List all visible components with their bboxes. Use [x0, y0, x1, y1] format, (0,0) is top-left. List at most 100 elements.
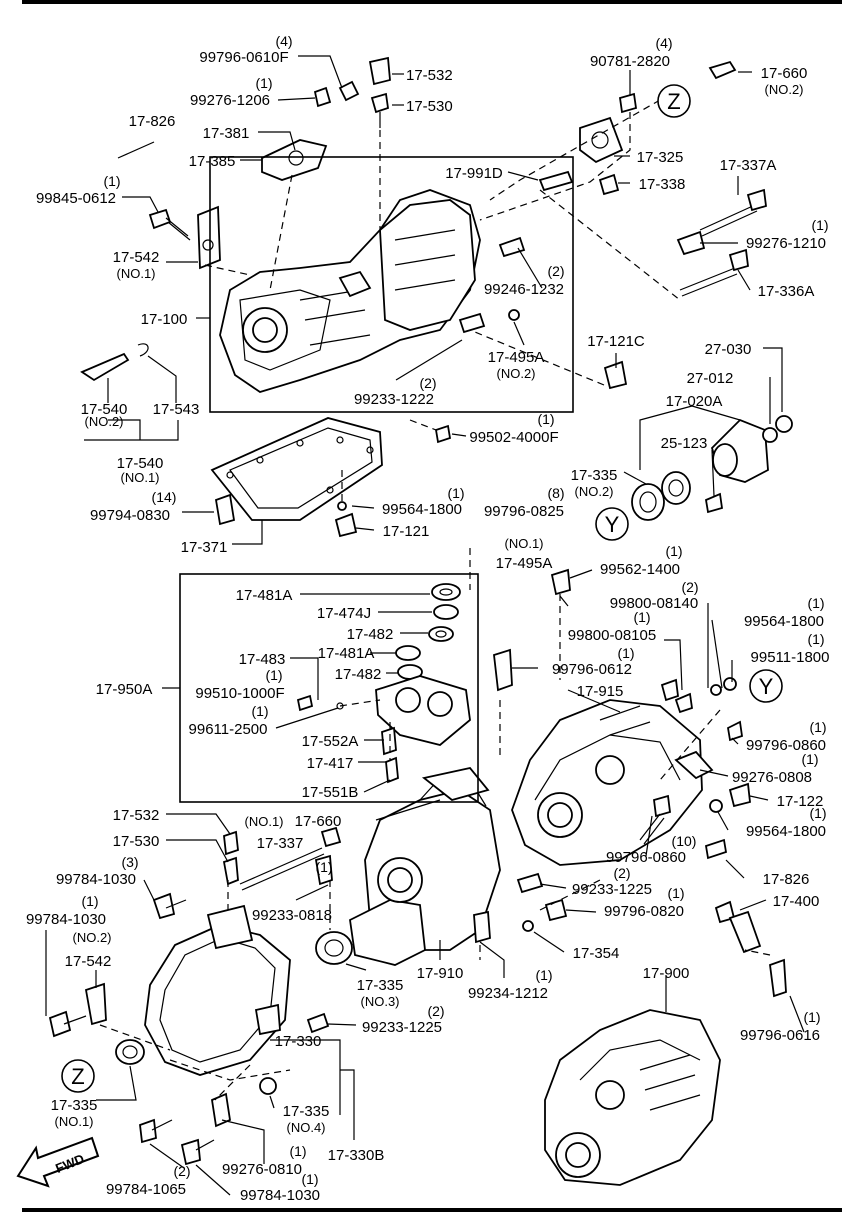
- part-suffix: (NO.2): [73, 930, 112, 945]
- qty: (1): [537, 411, 554, 427]
- part-number: 99796-0612: [552, 661, 632, 678]
- part-number: 99502-4000F: [469, 429, 558, 446]
- part-number: 99233-1222: [354, 391, 434, 408]
- qty: (1): [315, 859, 332, 875]
- center-case-17-915[interactable]: [511, 677, 751, 866]
- part-number: 17-482: [347, 626, 394, 643]
- qty: (1): [447, 485, 464, 501]
- sensor-17-400[interactable]: [714, 900, 787, 998]
- part-number: 17-474J: [317, 605, 371, 622]
- part-number: 17-950A: [96, 681, 153, 698]
- part-number: 17-542: [113, 249, 160, 266]
- case-assembly-17-900[interactable]: [544, 1009, 721, 1186]
- reference-circle-z-icon: Z: [657, 84, 691, 118]
- part-suffix: (NO.1): [117, 266, 156, 281]
- qty: (1): [665, 543, 682, 559]
- qty: (1): [801, 751, 818, 767]
- bolt-group-upper[interactable]: [148, 56, 767, 444]
- part-number: 99784-1065: [106, 1181, 186, 1198]
- qty: (1): [255, 75, 272, 91]
- part-number: 17-400: [773, 893, 820, 910]
- bracket-17-542-upper[interactable]: [197, 205, 221, 270]
- part-number: 17-660: [761, 65, 808, 82]
- part-number: 17-551B: [302, 784, 359, 801]
- part-number: 99233-1225: [572, 881, 652, 898]
- part-number: 17-482: [335, 666, 382, 683]
- part-number: 17-900: [643, 965, 690, 982]
- part-number: 17-532: [406, 67, 453, 84]
- part-number: 17-495A: [488, 349, 545, 366]
- part-number: 99233-1225: [362, 1019, 442, 1036]
- part-number: 17-336A: [758, 283, 815, 300]
- part-number: 99796-0616: [740, 1027, 820, 1044]
- part-number: 17-122: [777, 793, 824, 810]
- marker-y-left: Y: [605, 512, 620, 537]
- part-number: 99233-0818: [252, 907, 332, 924]
- oil-pan-17-371[interactable]: [210, 417, 383, 538]
- qty: (1): [807, 595, 824, 611]
- part-number: 17-337: [257, 835, 304, 852]
- part-number: 99276-1210: [746, 235, 826, 252]
- part-number: 17-540: [81, 401, 128, 418]
- part-number: 17-121: [383, 523, 430, 540]
- qty: (1): [667, 885, 684, 901]
- part-number: 17-826: [763, 871, 810, 888]
- part-number: 99796-0860: [606, 849, 686, 866]
- qty: (1): [809, 805, 826, 821]
- marker-y-right: Y: [759, 674, 774, 699]
- part-number: 17-338: [639, 176, 686, 193]
- qty: (10): [672, 833, 697, 849]
- clip-17-540[interactable]: [80, 343, 149, 382]
- part-number: 17-530: [113, 833, 160, 850]
- part-number: 99246-1232: [484, 281, 564, 298]
- part-number: 99784-1030: [26, 911, 106, 928]
- part-number: 99564-1800: [744, 613, 824, 630]
- part-number: 17-330B: [328, 1147, 385, 1164]
- part-number: 99234-1212: [468, 985, 548, 1002]
- part-number: 17-335: [357, 977, 404, 994]
- part-number: 17-660: [295, 813, 342, 830]
- qty: (1): [807, 631, 824, 647]
- bottom-border: [22, 1208, 842, 1212]
- qty: (2): [427, 1003, 444, 1019]
- part-number: 17-495A: [496, 555, 553, 572]
- front-case-17-910[interactable]: [314, 767, 568, 966]
- gasket-17-381[interactable]: [261, 139, 328, 181]
- part-number: 99276-0810: [222, 1161, 302, 1178]
- qty: (2): [173, 1163, 190, 1179]
- part-number: 17-337A: [720, 157, 777, 174]
- qty: (3): [121, 854, 138, 870]
- part-number: 17-371: [181, 539, 228, 556]
- seal-17-335-no3[interactable]: [306, 931, 353, 1034]
- qty: (8): [547, 485, 564, 501]
- part-suffix: (NO.1): [505, 536, 544, 551]
- front-cover-17-330[interactable]: [144, 904, 291, 1076]
- case-group-box: [209, 156, 574, 413]
- front-parts-lower[interactable]: [48, 830, 325, 1166]
- qty: (2): [419, 375, 436, 391]
- qty: (4): [275, 33, 292, 49]
- assembly-lines: [99, 99, 771, 1101]
- part-number: 17-915: [577, 683, 624, 700]
- part-number: 99800-08140: [610, 595, 698, 612]
- part-number: 99800-08105: [568, 627, 656, 644]
- reference-circle-y-icon: Y: [595, 507, 629, 541]
- reference-circle-y-icon: Y: [749, 669, 783, 703]
- qty: (1): [809, 719, 826, 735]
- part-number: 27-012: [687, 370, 734, 387]
- part-number: 17-991D: [445, 165, 503, 182]
- shift-control-assembly-17-950A[interactable]: [296, 568, 571, 784]
- upper-transmission-case[interactable]: [219, 189, 481, 393]
- extension-housing-parts[interactable]: [631, 415, 793, 521]
- part-suffix: (NO.3): [361, 994, 400, 1009]
- qty: (1): [617, 645, 634, 661]
- part-suffix: (NO.2): [85, 414, 124, 429]
- qty: (1): [811, 217, 828, 233]
- part-number: 99611-2500: [189, 721, 268, 738]
- reference-circle-z-icon: Z: [61, 1059, 95, 1093]
- part-number: 17-385: [189, 153, 236, 170]
- part-number: 99796-0610F: [199, 49, 288, 66]
- qty: (2): [613, 865, 630, 881]
- part-number: 17-481A: [318, 645, 375, 662]
- part-number: 99784-1030: [56, 871, 136, 888]
